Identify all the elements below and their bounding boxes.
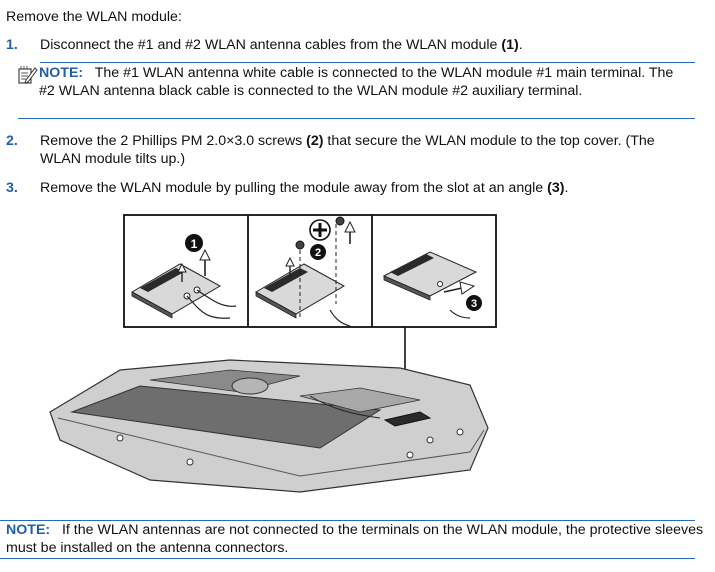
panel-1-module	[130, 248, 237, 319]
step-text: Remove the 2 Phillips PM 2.0×3.0 screws …	[40, 133, 655, 167]
note-top-rule	[40, 62, 695, 63]
note-label: NOTE:	[6, 522, 51, 538]
note-2-top-rule	[0, 520, 695, 521]
callout-2-label: 2	[315, 247, 321, 259]
intro-text: Remove the WLAN module:	[6, 9, 182, 25]
note-pencil-icon	[18, 66, 38, 84]
panel-2-module	[254, 216, 356, 327]
phillips-screwdriver-icon	[309, 219, 331, 241]
laptop-top-cover	[49, 359, 489, 493]
panel-3-module	[382, 251, 478, 319]
wlan-removal-illustration: 1 2 3	[49, 214, 497, 493]
callout-3: 3	[466, 295, 482, 311]
note-text: The #1 WLAN antenna white cable is conne…	[39, 65, 674, 99]
step-number: 1.	[6, 37, 18, 53]
step-text: Disconnect the #1 and #2 WLAN antenna ca…	[40, 37, 523, 53]
step-number: 3.	[6, 180, 18, 196]
note-2-bottom-rule	[0, 558, 695, 559]
note-label: NOTE:	[39, 65, 84, 81]
note-text: If the WLAN antennas are not connected t…	[6, 522, 704, 556]
step-number: 2.	[6, 133, 18, 149]
note-bottom-rule	[18, 118, 695, 119]
callout-3-label: 3	[471, 298, 477, 310]
callout-1-label: 1	[191, 237, 198, 251]
step-text: Remove the WLAN module by pulling the mo…	[40, 180, 569, 196]
callout-1: 1	[185, 234, 203, 252]
callout-2: 2	[310, 244, 326, 260]
